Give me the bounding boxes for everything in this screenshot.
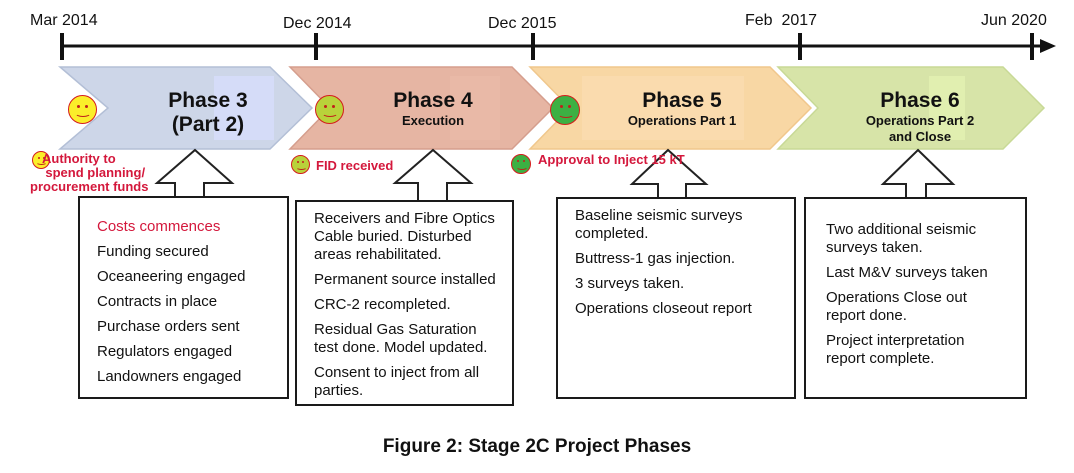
detail-item: Operations Close out report done.	[826, 289, 967, 324]
detail-item: Regulators engaged	[97, 343, 233, 360]
phase-3-status-smiley-icon	[68, 95, 97, 124]
detail-item: Contracts in place	[97, 293, 218, 310]
detail-item: Funding secured	[97, 243, 209, 260]
phase-5-status-smiley-icon	[550, 95, 580, 125]
phase-4-name: Phase 4	[393, 89, 473, 112]
phase-4-details-box: Receivers and Fibre Optics Cable buried.…	[295, 200, 514, 406]
phase-4-highlight	[450, 76, 500, 140]
phase-6-name: Phase 6	[880, 89, 960, 112]
phase-3-callout-arrow	[154, 148, 235, 198]
detail-item: CRC-2 recompleted.	[314, 296, 451, 313]
detail-item: Residual Gas Saturation test done. Model…	[314, 321, 488, 356]
phase-6-subtitle: Operations Part 2 and Close	[865, 113, 975, 143]
timeline-date-dec-2015: Dec 2015	[488, 15, 557, 32]
figure-caption: Figure 2: Stage 2C Project Phases	[382, 436, 692, 457]
detail-item: Costs commences	[97, 218, 221, 235]
milestone-1-label: Authority to spend planning/ procurement…	[30, 151, 149, 194]
phase-5-title: Phase 5 Operations Part 1	[602, 89, 762, 129]
timeline-date-mar-2014: Mar 2014	[30, 12, 98, 29]
detail-item: Purchase orders sent	[97, 318, 240, 335]
timeline-arrowhead	[1040, 39, 1056, 53]
phase-6-highlight	[929, 76, 965, 140]
phase-3-title: Phase 3 (Part 2)	[148, 89, 268, 137]
phase-3-highlight	[214, 76, 274, 140]
phase-6-chevron	[776, 66, 1046, 150]
phase-3-details-box: Costs commences Funding secured Oceaneer…	[78, 196, 289, 399]
milestone-2-smiley-icon	[291, 155, 310, 174]
phase-3-name: Phase 3	[168, 89, 248, 112]
phase-4-title: Phase 4 Execution	[368, 89, 498, 129]
detail-item: Landowners engaged	[97, 368, 242, 385]
detail-item: Project interpretation report complete.	[826, 332, 965, 367]
phase-4-subtitle: Execution	[401, 113, 465, 128]
phase-5-name: Phase 5	[642, 89, 722, 112]
detail-item: Oceaneering engaged	[97, 268, 246, 285]
phase-6-details-box: Two additional seismic surveys taken. La…	[804, 197, 1027, 399]
phase-4-status-smiley-icon	[315, 95, 344, 124]
timeline-date-feb-2017: Feb 2017	[745, 12, 818, 29]
phase-5-details-box: Baseline seismic surveys completed. Butt…	[556, 197, 796, 399]
milestone-3-smiley-icon	[511, 154, 531, 174]
detail-item: Consent to inject from all parties.	[314, 364, 480, 399]
milestone-3-label: Approval to Inject 15 kT	[538, 152, 685, 167]
milestone-1-smiley-icon	[32, 151, 50, 169]
detail-item: Receivers and Fibre Optics Cable buried.…	[314, 210, 495, 263]
phase-4-callout-arrow	[392, 148, 474, 203]
phase-6-callout-arrow	[880, 148, 956, 200]
detail-item: Permanent source installed	[314, 271, 496, 288]
timeline-date-dec-2014: Dec 2014	[283, 15, 352, 32]
detail-item: Two additional seismic surveys taken.	[826, 221, 977, 256]
detail-item: Baseline seismic surveys completed.	[575, 207, 743, 242]
phase-5-highlight	[582, 76, 744, 140]
milestone-2-label: FID received	[316, 158, 394, 173]
phase-3-subtitle: (Part 2)	[171, 113, 245, 136]
phase-6-title: Phase 6 Operations Part 2 and Close	[855, 89, 985, 143]
detail-item: Last M&V surveys taken	[826, 264, 988, 281]
phase-5-subtitle: Operations Part 1	[627, 113, 737, 128]
detail-item: Buttress-1 gas injection.	[575, 250, 736, 267]
timeline-date-jun-2020: Jun 2020	[981, 12, 1047, 29]
detail-item: Operations closeout report	[575, 300, 752, 317]
detail-item: 3 surveys taken.	[575, 275, 685, 292]
